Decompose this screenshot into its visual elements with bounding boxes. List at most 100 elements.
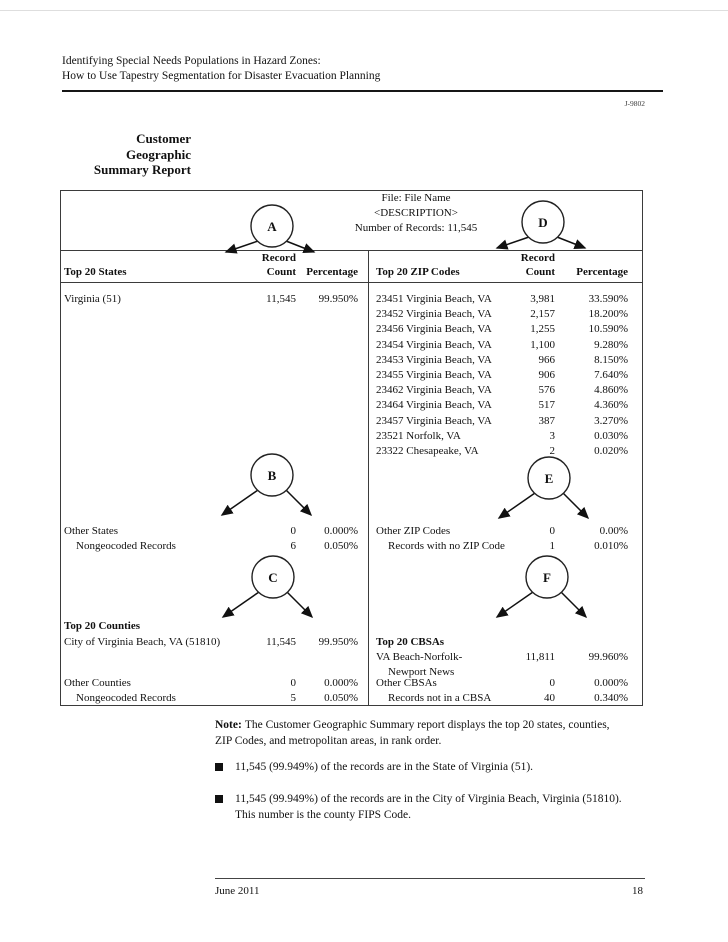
note-bullet-line: This number is the county FIPS Code. (235, 808, 412, 821)
right-row-label: Records not in a CBSA (388, 692, 492, 704)
footer-page-number: 18 (632, 885, 643, 897)
right-row-count: 906 (538, 369, 556, 381)
callout-arrow-left (495, 236, 530, 250)
right-row-label: 23456 Virginia Beach, VA (376, 323, 492, 335)
left-row-count: 0 (290, 525, 297, 537)
callout-e-diagram: E (497, 456, 590, 520)
left-row-percentage: 99.950% (318, 636, 358, 648)
bullet-square-icon (215, 795, 223, 803)
callout-letter: C (268, 570, 277, 585)
note-label: Note: (215, 719, 242, 731)
right-row-count: 387 (538, 415, 556, 427)
page-top-divider (0, 10, 728, 11)
left-row-count: 5 (290, 692, 297, 704)
left-row-label: Virginia (51) (64, 293, 121, 305)
left-row-count: 11,545 (266, 636, 296, 648)
footer-date: June 2011 (215, 885, 260, 897)
left-row-percentage: 0.000% (324, 677, 358, 689)
file-info: File: File Name <DESCRIPTION> Number of … (330, 191, 502, 236)
right-row-label: 23454 Virginia Beach, VA (376, 339, 492, 351)
left-col-header-record: Record (261, 252, 296, 264)
left-row-label: Nongeocoded Records (76, 540, 176, 552)
note-bullet-line: 11,545 (99.949%) of the records are in t… (235, 793, 622, 805)
file-info-name: File: File Name (381, 192, 451, 204)
callout-circle (250, 204, 294, 248)
bullet-square-icon (215, 763, 223, 771)
right-row-label: VA Beach-Norfolk- (376, 651, 463, 663)
right-row-percentage: 0.000% (594, 677, 628, 689)
callout-arrow-left (221, 591, 260, 618)
callout-arrow-right (562, 492, 590, 520)
left-col-header-pct: Percentage (306, 266, 358, 278)
right-row-percentage: 10.590% (588, 323, 628, 335)
right-row-percentage: 18.200% (588, 308, 628, 320)
right-row-percentage: 0.010% (594, 540, 628, 552)
header-rule (62, 90, 663, 92)
report-title: Customer Geographic Summary Report (60, 131, 191, 178)
callout-arrow-left (220, 489, 259, 516)
note-bullet: 11,545 (99.949%) of the records are in t… (235, 760, 667, 776)
right-row-count: 1,255 (530, 323, 555, 335)
right-col-header-pct: Percentage (576, 266, 628, 278)
left-row-label: Other Counties (64, 677, 131, 689)
right-row-percentage: 0.020% (594, 445, 628, 457)
right-row-percentage: 0.030% (594, 430, 628, 442)
note-bullet: 11,545 (99.949%) of the records are in t… (235, 792, 667, 823)
right-row-count: 2,157 (530, 308, 555, 320)
right-row-count: 1,100 (530, 339, 555, 351)
right-row-percentage: 7.640% (594, 369, 628, 381)
callout-arrow-right (556, 236, 587, 250)
right-row-count: 517 (538, 399, 556, 411)
callout-arrow-right (285, 489, 313, 517)
left-row-label: Nongeocoded Records (76, 692, 176, 704)
left-row-percentage: 99.950% (318, 293, 358, 305)
callout-f-diagram: F (495, 555, 588, 619)
right-col-header-count: Count (525, 266, 555, 278)
left-row-percentage: 0.050% (324, 540, 358, 552)
right-row-percentage: 99.960% (588, 651, 628, 663)
doc-code: J-9802 (624, 99, 645, 108)
right-row-label: Top 20 CBSAs (376, 636, 445, 648)
table-header-top-rule (60, 250, 643, 251)
callout-arrow-left (495, 591, 534, 618)
note-bullet-line: 11,545 (99.949%) of the records are in t… (235, 761, 534, 773)
callout-letter: D (538, 215, 547, 230)
right-row-label: 23453 Virginia Beach, VA (376, 354, 492, 366)
left-row-label: Top 20 Counties (64, 620, 141, 632)
note-text-line1: The Customer Geographic Summary report d… (244, 719, 610, 731)
right-row-count: 2 (549, 445, 556, 457)
left-col-header-title: Top 20 States (64, 266, 127, 278)
callout-a-diagram: A (224, 204, 316, 254)
table-header-bottom-rule (60, 282, 643, 283)
right-row-percentage: 33.590% (588, 293, 628, 305)
file-info-record-count: Number of Records: 11,545 (354, 222, 478, 234)
callout-arrow-right (560, 591, 588, 619)
right-row-percentage: 9.280% (594, 339, 628, 351)
note-paragraph: Note:The Customer Geographic Summary rep… (215, 717, 665, 749)
right-row-percentage: 4.360% (594, 399, 628, 411)
report-title-line1: Customer (136, 131, 191, 146)
right-row-count: 40 (544, 692, 555, 704)
right-row-percentage: 0.340% (594, 692, 628, 704)
right-row-count: 3 (549, 430, 556, 442)
right-row-label: 23451 Virginia Beach, VA (376, 293, 492, 305)
note-text-line2: ZIP Codes, and metropolitan areas, in ra… (215, 735, 442, 747)
report-table-border (60, 190, 643, 706)
callout-circle (527, 456, 571, 500)
callout-c-diagram: C (221, 555, 314, 619)
right-row-count: 1 (549, 540, 556, 552)
right-row-percentage: 3.270% (594, 415, 628, 427)
callout-arrow-right (285, 240, 316, 254)
callout-d-diagram: D (495, 200, 587, 250)
right-row-label: 23457 Virginia Beach, VA (376, 415, 492, 427)
right-row-label: 23464 Virginia Beach, VA (376, 399, 492, 411)
running-header-line2: How to Use Tapestry Segmentation for Dis… (62, 70, 381, 82)
right-row-count: 0 (549, 677, 556, 689)
right-row-label: 23462 Virginia Beach, VA (376, 384, 492, 396)
right-row-percentage: 4.860% (594, 384, 628, 396)
running-header-line1: Identifying Special Needs Populations in… (62, 55, 321, 67)
right-row-count: 3,981 (530, 293, 555, 305)
file-info-description: <DESCRIPTION> (374, 207, 458, 219)
right-row-count: 11,811 (525, 651, 555, 663)
